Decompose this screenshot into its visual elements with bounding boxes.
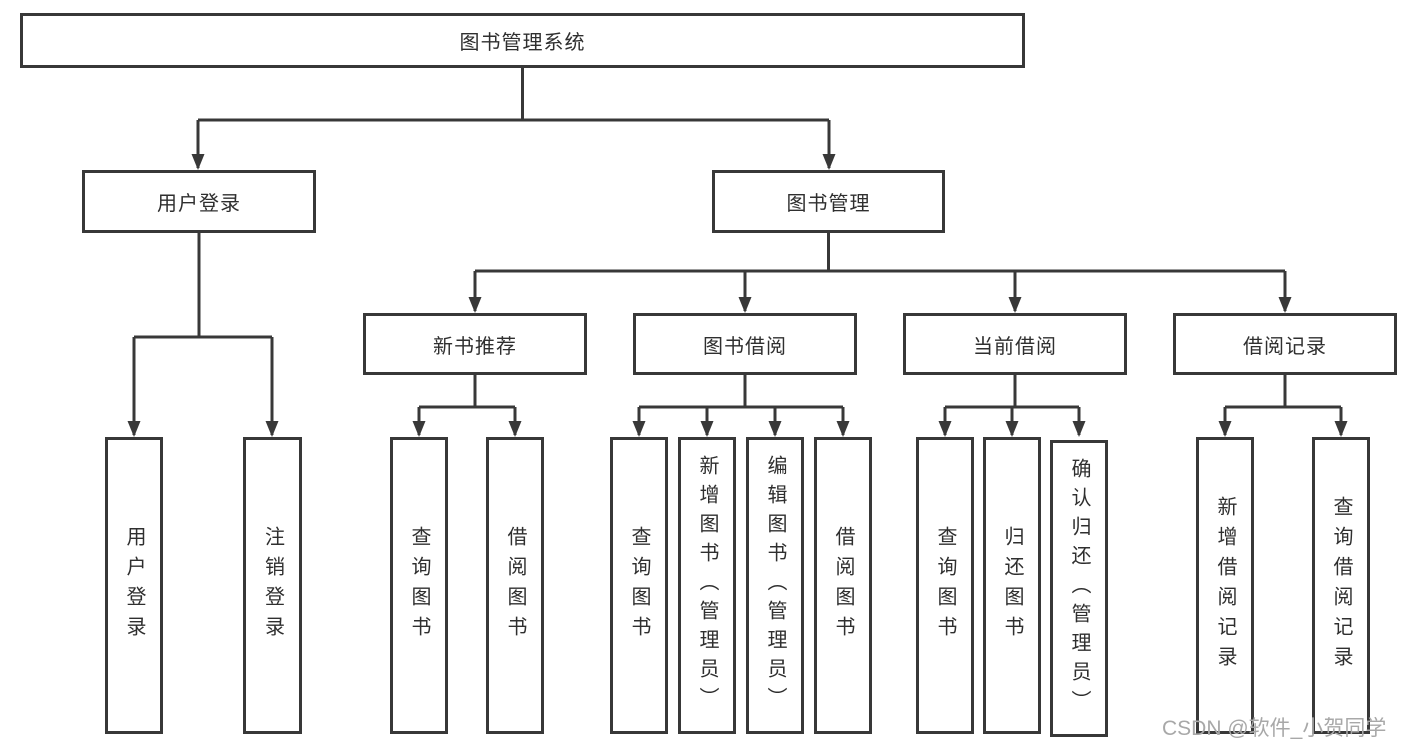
leaf-add-book-admin: 新增图书（管理员） [678,437,736,734]
arrowhead [468,297,482,313]
node-label: 注销登录 [261,525,284,646]
arrowhead [508,421,522,437]
node-label: 用户登录 [123,525,145,646]
arrowhead [265,421,279,437]
leaf-user-login: 用户登录 [105,437,163,734]
node-book-management: 图书管理 [712,170,945,233]
arrowhead [412,421,426,437]
arrowheads [127,154,1348,437]
leaf-query-borrow-record: 查询借阅记录 [1312,437,1370,734]
connector-root-to-level2 [196,68,831,168]
connector-newbook-to-leaves [417,375,517,435]
leaf-logout: 注销登录 [243,437,302,734]
node-book-borrow: 图书借阅 [633,313,857,375]
node-label: 借阅记录 [1243,335,1327,358]
node-borrow-records: 借阅记录 [1173,313,1397,375]
arrowhead [1008,297,1022,313]
connector-userlogin-to-leaves [132,233,274,435]
arrowhead [127,421,141,437]
node-label: 新增借阅记录 [1214,495,1236,676]
leaf-return-book: 归还图书 [983,437,1041,734]
leaf-edit-book-admin: 编辑图书（管理员） [746,437,804,734]
arrowhead [1072,421,1086,437]
leaf-query-books-borrow: 查询图书 [610,437,668,734]
node-root-system: 图书管理系统 [20,13,1025,68]
node-label: 查询图书 [628,525,650,646]
node-label: 当前借阅 [973,335,1057,358]
arrowhead [700,421,714,437]
node-label: 借阅图书 [832,525,854,646]
node-label: 编辑图书（管理员） [764,455,786,716]
node-label: 查询图书 [934,525,956,646]
arrowhead [191,154,205,170]
arrowhead [768,421,782,437]
node-label: 查询图书 [408,525,430,646]
node-label: 归还图书 [1001,525,1023,646]
arrowhead [938,421,952,437]
node-label: 查询借阅记录 [1330,495,1352,676]
node-label: 新增图书（管理员） [696,455,718,716]
leaf-query-books-recommend: 查询图书 [390,437,448,734]
node-label: 借阅图书 [504,525,526,646]
connector-records-to-leaves [1223,375,1343,435]
node-label: 图书管理 [786,193,871,215]
node-new-book-recommend: 新书推荐 [363,313,587,375]
node-label: 图书管理系统 [459,32,586,54]
leaf-confirm-return-admin: 确认归还（管理员） [1050,440,1108,737]
node-user-login: 用户登录 [82,170,316,233]
arrowhead [1218,421,1232,437]
node-label: 图书借阅 [703,335,787,358]
arrowhead [822,154,836,170]
arrowhead [1334,421,1348,437]
node-label: 确认归还（管理员） [1068,458,1090,719]
connector-bookborrow-to-leaves [637,375,845,435]
arrowhead [738,297,752,313]
leaf-query-books-current: 查询图书 [916,437,974,734]
leaf-borrow-books-recommend: 借阅图书 [486,437,544,734]
arrowhead [1005,421,1019,437]
node-current-borrow: 当前借阅 [903,313,1127,375]
arrowhead [836,421,850,437]
leaf-add-borrow-record: 新增借阅记录 [1196,437,1254,734]
node-label: 用户登录 [157,193,241,215]
leaf-borrow-books: 借阅图书 [814,437,872,734]
connector-bookmgmt-to-level3 [473,233,1287,311]
node-label: 新书推荐 [433,335,517,358]
watermark: CSDN @软件_小贺同学 [1162,717,1387,740]
arrowhead [1278,297,1292,313]
arrowhead [632,421,646,437]
